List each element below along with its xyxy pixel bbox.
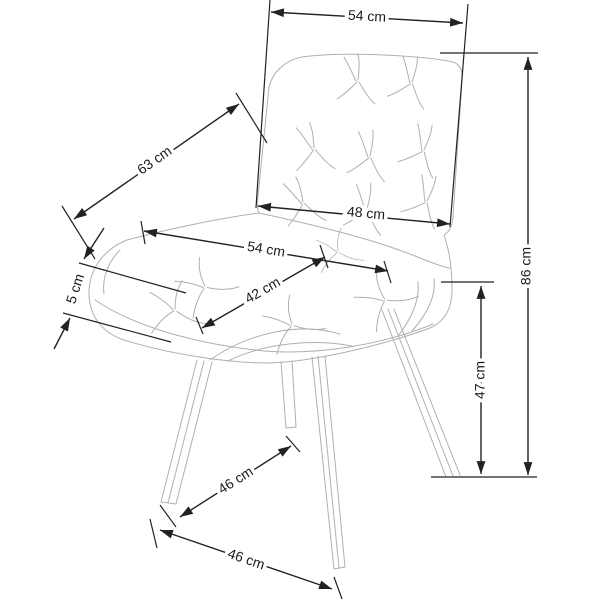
backrest-right-edge (443, 79, 463, 236)
seat-depth-label: 42 cm (242, 273, 283, 306)
dim-seat-width: 54 cm (140, 220, 392, 284)
dim-backrest-top-width: 54 cm (255, 0, 469, 228)
dimension-line (143, 228, 389, 274)
arrow-lower (53, 317, 71, 350)
seat-width-label: 54 cm (246, 238, 286, 260)
extension-line (78, 262, 187, 294)
dim-cushion-thickness: 5 cm (53, 227, 187, 350)
seat-height-label: 47 cm (472, 361, 488, 399)
cushion-thickness-label: 5 cm (62, 272, 87, 306)
extension-line (449, 3, 469, 228)
seat-front-seam (94, 299, 434, 353)
dimension-line (73, 103, 240, 220)
extension-tick (140, 220, 146, 245)
dimension-line (270, 8, 464, 27)
extension-tick (333, 576, 343, 600)
extension-tick (149, 518, 158, 549)
arrow-upper (83, 227, 105, 260)
leg-span-front-label: 46 cm (226, 545, 267, 573)
extension-tick (61, 205, 96, 260)
seat-back-seam (126, 212, 260, 241)
seat-drape-crease-1 (209, 328, 341, 361)
chair-drawing (88, 51, 463, 570)
dimension-annotations: 54 cm 63 cm 48 cm 54 cm 42 cm (53, 0, 538, 600)
dimension-line (201, 256, 326, 329)
backrest-top-width-label: 54 cm (348, 7, 387, 25)
dim-leg-span-side: 46 cm (159, 435, 301, 528)
dimension-line (179, 445, 292, 518)
seat-drape-crease-2 (227, 342, 353, 362)
backrest-left-edge (256, 56, 303, 214)
extension-tick (285, 435, 301, 453)
dim-overall-height: 86 cm (431, 52, 538, 478)
seat-side-crease-2 (411, 278, 435, 332)
extension-tick (195, 316, 204, 335)
dimension-line (159, 529, 333, 590)
rear-left-leg (280, 360, 297, 429)
extension-line (255, 0, 271, 209)
backrest-bottom-width-label: 48 cm (346, 203, 385, 222)
chair-legs (160, 308, 461, 570)
dim-backrest-bottom-width: 48 cm (257, 200, 451, 228)
backrest-top-edge (301, 53, 463, 81)
backrest-diagonal-height-label: 63 cm (134, 142, 174, 177)
overall-height-label: 86 cm (518, 247, 534, 285)
dimension-line (257, 202, 451, 228)
extension-tick (319, 244, 329, 269)
dim-seat-height: 47 cm (441, 281, 494, 475)
rear-right-leg (381, 308, 461, 478)
front-left-leg (160, 359, 213, 505)
extension-tick (235, 92, 268, 144)
extension-tick (159, 504, 177, 528)
dim-leg-span-front: 46 cm (149, 518, 343, 600)
front-right-leg (311, 355, 346, 570)
extension-tick (383, 260, 392, 284)
extension-line (62, 312, 172, 343)
seat-outline (88, 234, 453, 364)
seat-side-crease-1 (397, 281, 419, 337)
leg-span-side-label: 46 cm (215, 463, 256, 497)
